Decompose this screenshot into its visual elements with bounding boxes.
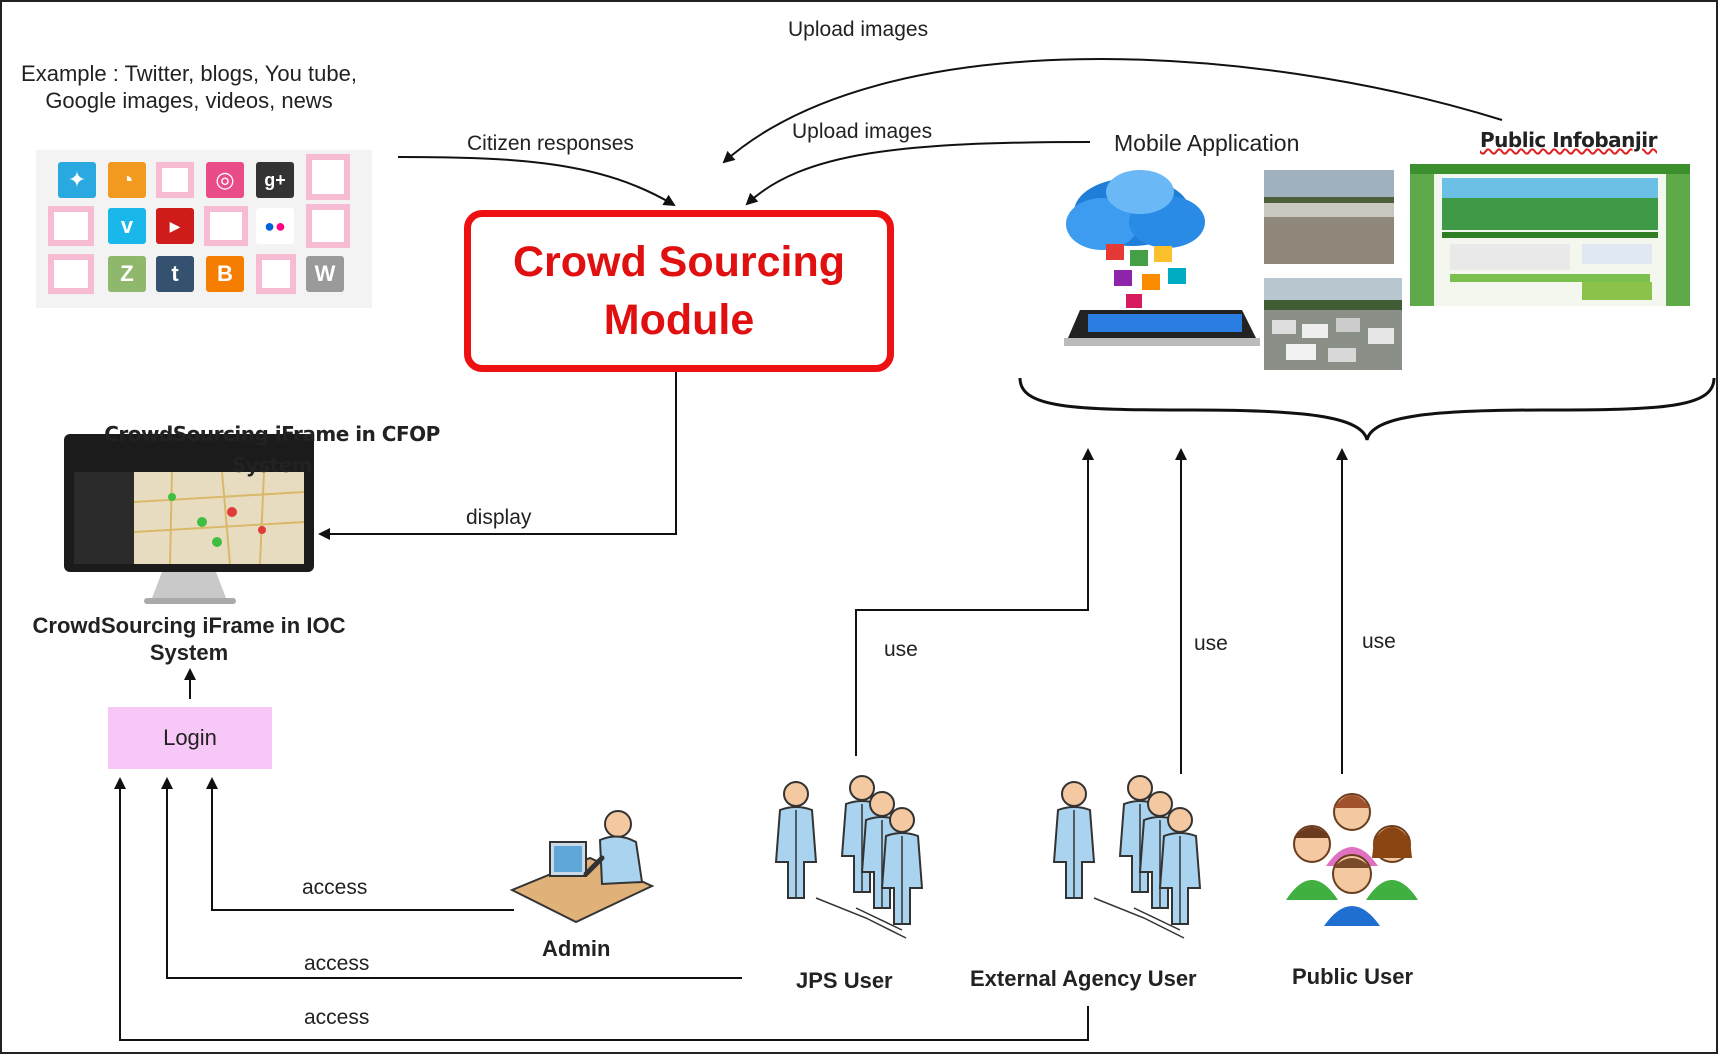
access-admin-arrow [206,777,514,911]
access-external-arrow [114,777,1089,1041]
module-title: Crowd Sourcing Module [512,238,846,344]
jps-user-label: JPS User [796,968,893,993]
group-brace [1018,377,1716,441]
youtube-icon: ▶ [156,208,194,244]
citizen-responses-arrow [397,156,676,207]
login-label: Login [163,725,217,750]
external-agency-user-label: External Agency User [970,966,1197,991]
vimeo-icon: v [108,208,146,244]
access-external-label: access [304,1006,370,1029]
mobile-application-label: Mobile Application [1114,130,1300,156]
rss-icon: ◔ [108,162,146,198]
ioc-iframe-label: CrowdSourcing iFrame in IOC System [32,613,346,665]
use-jps-label: use [884,638,918,661]
display-label: display [466,506,532,529]
login-box[interactable]: Login [108,707,272,769]
flickr-icon: ●● [256,208,294,244]
placeholder-icon [256,254,296,294]
placeholder-icon [306,154,350,200]
tumblr-icon: t [156,256,194,292]
placeholder-icon [306,204,350,248]
twitter-icon: ✦ [58,162,96,198]
public-infobanjir-text: Public Infobanjir [1480,128,1658,152]
access-admin-label: access [302,876,368,899]
upload-images-top-label: Upload images [788,18,929,41]
use-external-label: use [1194,632,1228,655]
social-icons-panel: ✦ ◔ ◎ g+ v ▶ ●● Z t B W [36,150,372,308]
upload-top-arrow [722,58,1503,164]
wordpress-icon: W [306,256,344,292]
access-jps-label: access [304,952,370,975]
placeholder-icon [204,206,248,246]
zootool-icon: Z [108,256,146,292]
use-public-label: use [1362,630,1396,653]
crowd-sourcing-module: Crowd Sourcing Module [464,210,894,372]
admin-label: Admin [542,936,611,961]
placeholder-icon [156,162,194,198]
dribbble-icon: ◎ [206,162,244,198]
upload-images-mid-label: Upload images [792,120,933,143]
placeholder-icon [48,206,94,246]
public-infobanjir-label: Public Infobanjir [1480,128,1658,152]
citizen-responses-label: Citizen responses [467,132,634,155]
blogger-icon: B [206,256,244,292]
display-arrow [318,372,677,540]
google-plus-icon: g+ [256,162,294,198]
use-jps-arrow [855,448,1094,756]
public-user-label: Public User [1292,964,1414,989]
upload-mid-arrow [745,141,1091,206]
cfop-iframe-label: CrowdSourcing iFrame in CFOP System [104,422,440,477]
example-sources-label: Example : Twitter, blogs, You tube, Goog… [21,61,357,113]
placeholder-icon [48,254,94,294]
access-jps-arrow [161,777,742,979]
